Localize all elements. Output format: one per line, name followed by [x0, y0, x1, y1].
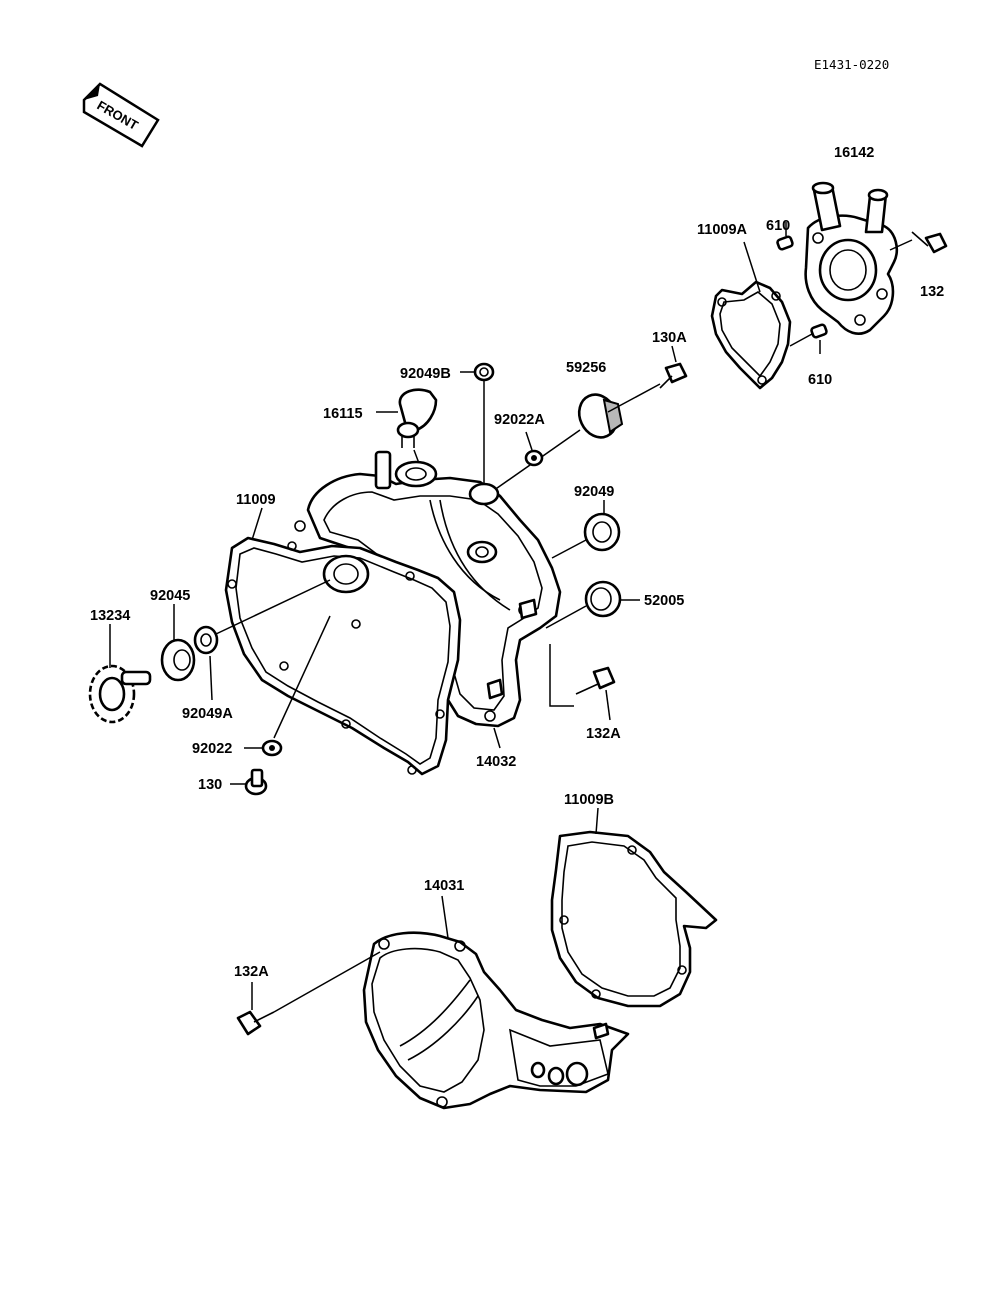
- water-pump-cover: [804, 181, 898, 335]
- gasket-11009B: [550, 807, 718, 1008]
- leader-14032: [493, 727, 501, 749]
- bearing-92049: [551, 500, 621, 559]
- generator-cover-14031: [362, 895, 630, 1110]
- label-11009: 11009: [236, 492, 276, 508]
- label-14031: 14031: [424, 878, 464, 894]
- seal-92049B: [460, 362, 495, 488]
- label-92045: 92045: [150, 588, 190, 604]
- impeller-59256: [479, 383, 661, 501]
- label-52005: 52005: [644, 593, 684, 609]
- drawing-code: E1431-0220: [814, 57, 889, 72]
- label-92049B: 92049B: [400, 366, 451, 382]
- label-11009A: 11009A: [697, 222, 748, 238]
- label-130: 130: [198, 777, 222, 793]
- label-11009B: 11009B: [564, 792, 614, 808]
- label-16115: 16115: [323, 406, 363, 422]
- seal-52005: [545, 580, 640, 629]
- label-59256: 59256: [566, 360, 606, 376]
- label-132A-bottom: 132A: [234, 964, 269, 980]
- filler-cap-16115: [376, 388, 438, 467]
- label-130A: 130A: [652, 330, 687, 346]
- washer-92022: [244, 615, 331, 757]
- gasket-11009: [224, 507, 462, 776]
- label-92022: 92022: [192, 741, 232, 757]
- front-arrow-icon: FRONT: [82, 82, 160, 148]
- dowel-pin-610-top: [776, 222, 794, 251]
- label-92049: 92049: [574, 484, 614, 500]
- bolt-132: [889, 231, 948, 254]
- bolt-132A-bottom: [236, 951, 381, 1036]
- label-92049A: 92049A: [182, 706, 233, 722]
- gasket-11009A: [710, 241, 792, 390]
- bolt-132A-mid: [549, 644, 616, 721]
- label-14032: 14032: [476, 754, 516, 770]
- label-610-top: 610: [766, 218, 790, 234]
- label-610-bottom: 610: [808, 372, 832, 388]
- seal-92049A: [193, 579, 331, 701]
- label-132: 132: [920, 284, 944, 300]
- dowel-pin-610-bottom: [789, 323, 828, 354]
- label-16142: 16142: [834, 145, 874, 161]
- bolt-130: [230, 768, 268, 796]
- washer-92022A: [524, 431, 544, 467]
- label-92022A: 92022A: [494, 412, 545, 428]
- bearing-92045: [160, 604, 196, 682]
- label-13234: 13234: [90, 608, 130, 624]
- label-132A-mid: 132A: [586, 726, 621, 742]
- sprocket-13234: [88, 624, 152, 724]
- bolt-130A: [659, 345, 688, 389]
